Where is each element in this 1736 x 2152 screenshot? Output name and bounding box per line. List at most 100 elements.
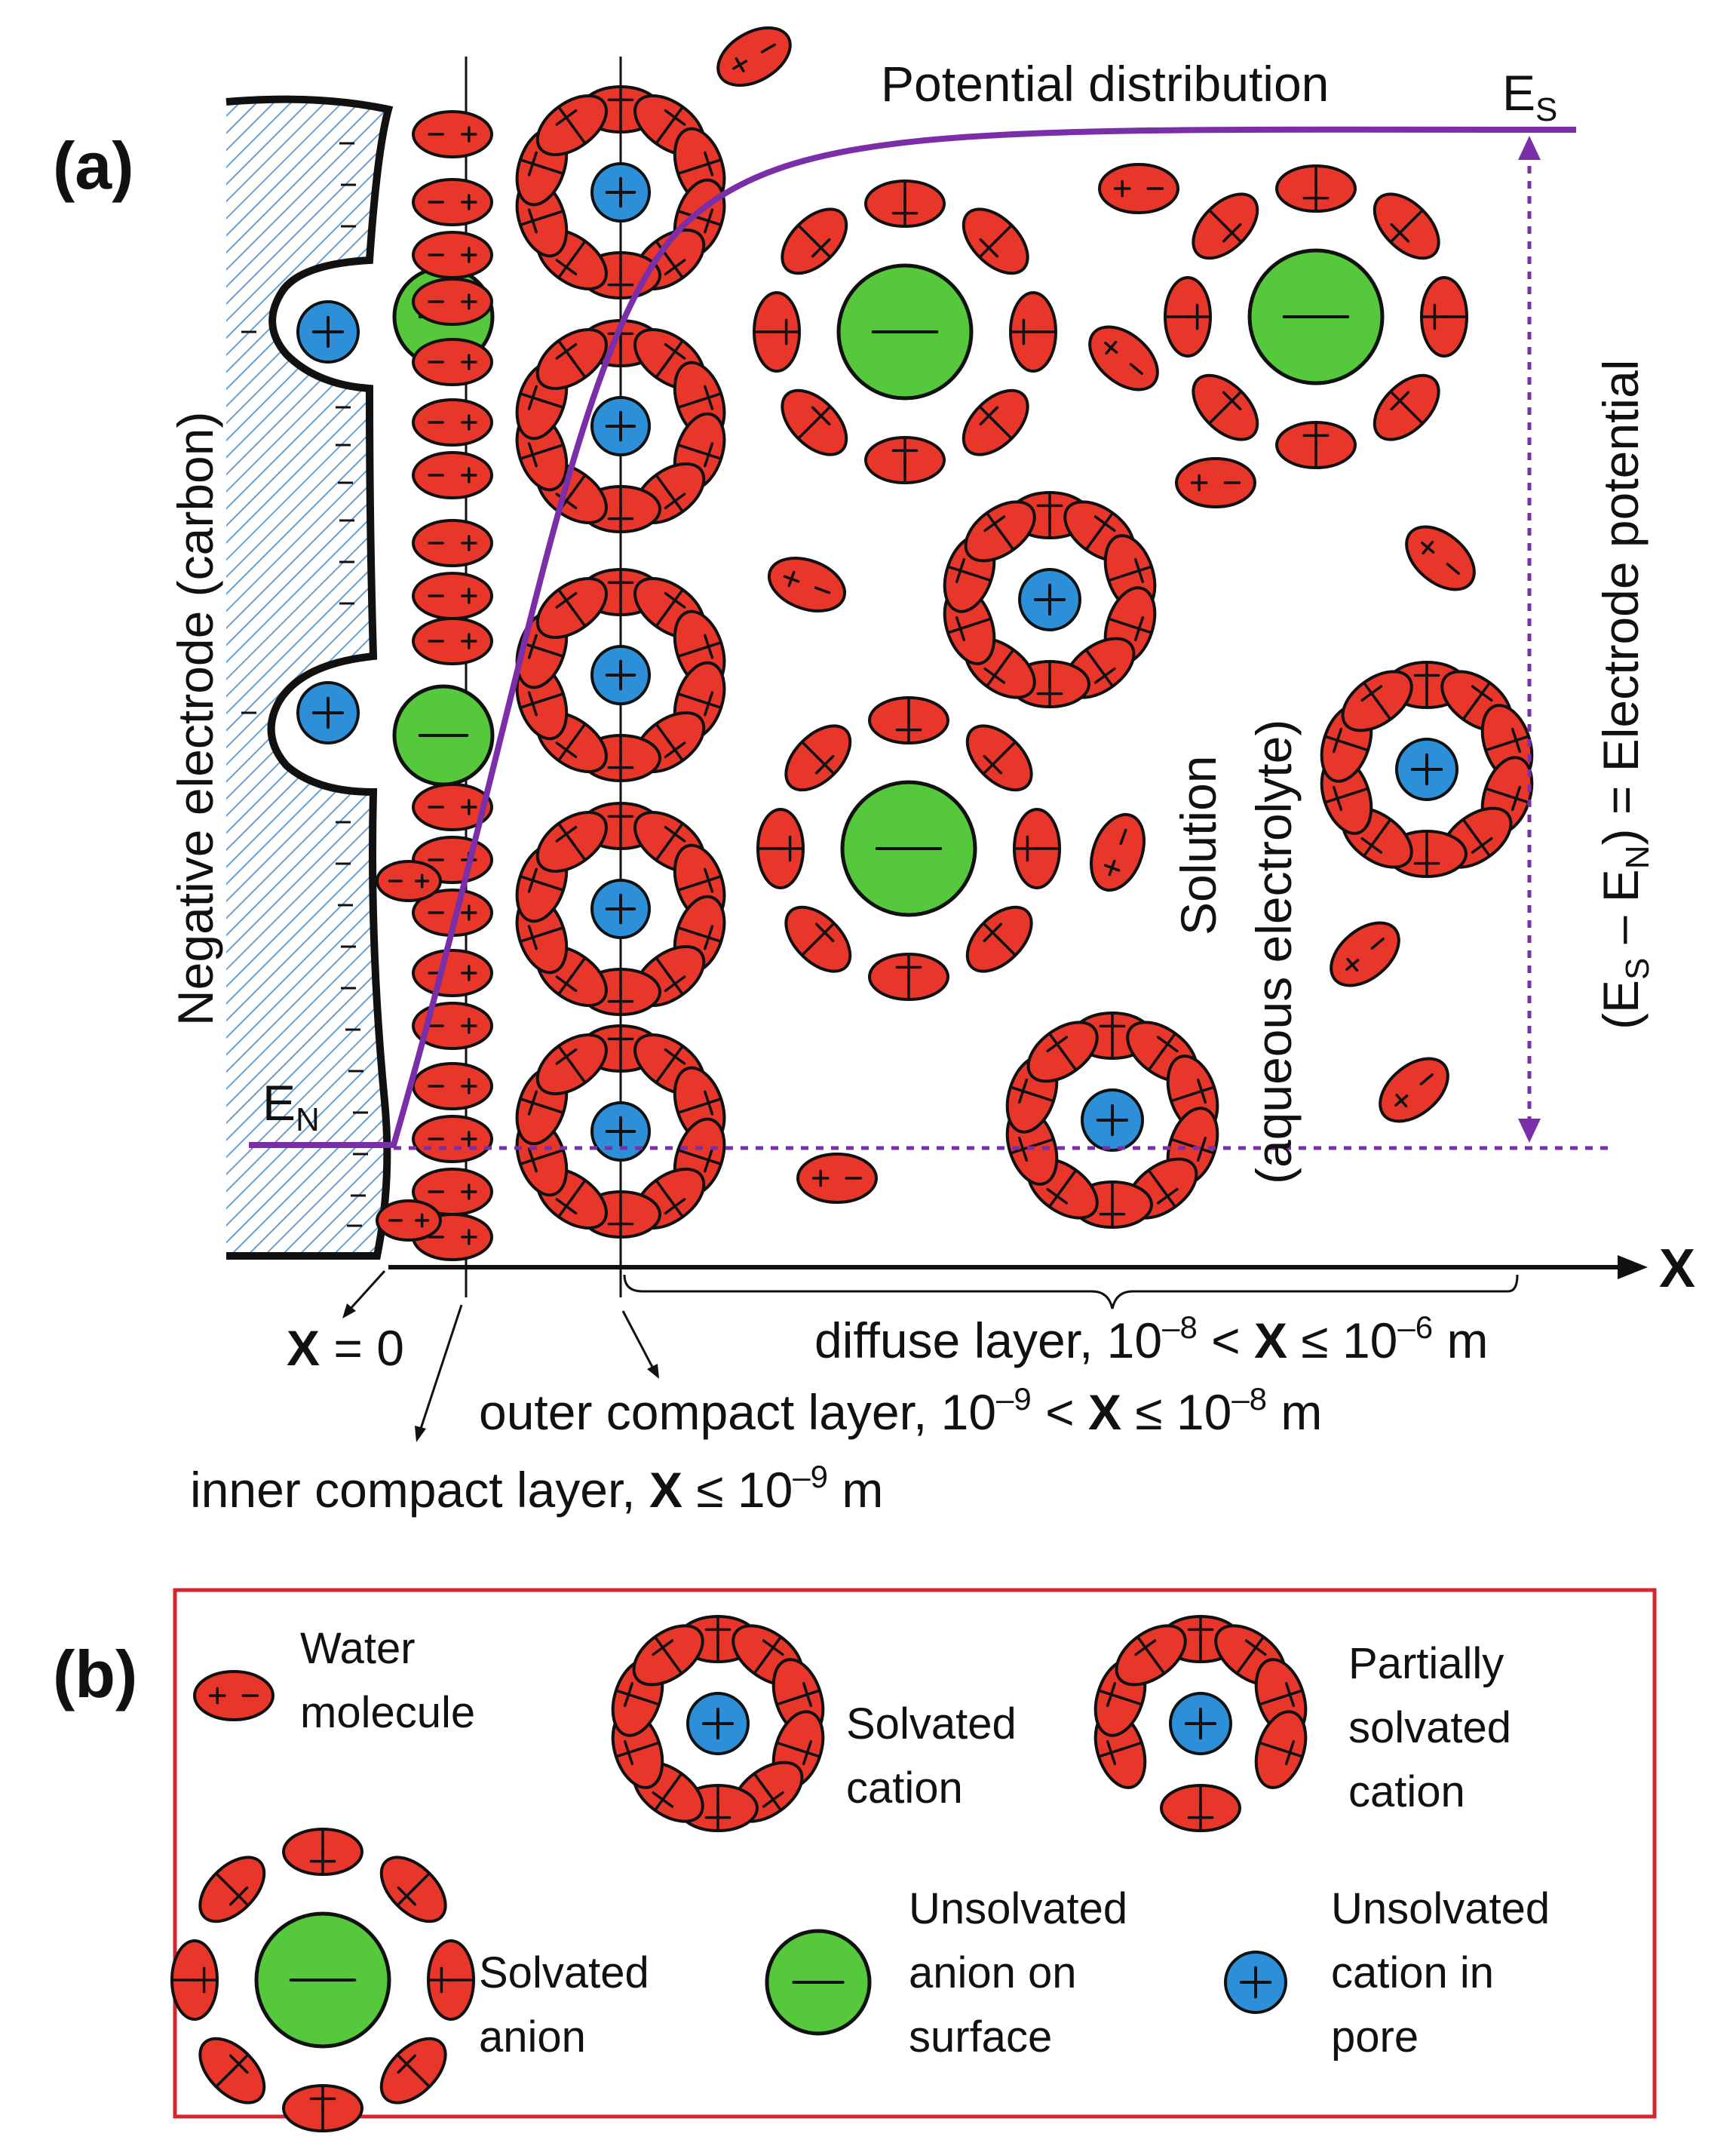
hydration-water-icon	[781, 207, 848, 275]
hydration-water-icon	[535, 94, 608, 157]
anion-icon	[254, 1911, 391, 2049]
potential-distribution-title: Potential distribution	[881, 56, 1329, 112]
hydration-water-icon	[1420, 276, 1468, 358]
water-molecule-icon	[716, 26, 792, 87]
unsolvated-cation-icon	[296, 681, 360, 744]
hydration-water-icon	[379, 2037, 447, 2104]
legend-partially-solvated-cation-icon	[1093, 1615, 1308, 1832]
hydration-water-icon	[535, 576, 608, 640]
hydration-water-icon	[1164, 276, 1212, 358]
cation-icon	[1081, 1088, 1144, 1152]
hydration-water-icon	[965, 905, 1033, 973]
hydration-water-icon	[1341, 670, 1413, 732]
cation-icon	[1018, 568, 1081, 631]
hydration-water-icon	[1160, 1784, 1241, 1832]
inner-layer-water-icon	[412, 110, 493, 158]
hydration-water-icon	[535, 1033, 608, 1096]
surface-charges	[241, 142, 368, 1227]
negative-electrode	[225, 95, 394, 1260]
cation-icon	[590, 645, 651, 705]
hydration-water-icon	[1373, 192, 1440, 260]
electrode-label: Negative electrode (carbon)	[167, 412, 223, 1026]
panel-a-label: (a)	[53, 128, 134, 203]
cation-icon	[590, 162, 651, 223]
hydration-water-icon	[535, 327, 608, 391]
solvated-cation-icon	[515, 1024, 726, 1239]
inner-layer-water-icon	[412, 572, 493, 620]
potential-arrow-down	[1518, 1119, 1541, 1143]
hydration-water-icon	[427, 1939, 475, 2021]
solvated-cation-icon	[1320, 661, 1534, 878]
electrode-potential-label: (ES – EN) = Electrode potential	[1593, 360, 1656, 1030]
hydration-water-icon	[868, 696, 949, 744]
inner-layer-water-icon	[412, 783, 493, 831]
x-zero-label: X = 0	[287, 1320, 404, 1376]
hydration-water-icon	[379, 1856, 447, 1923]
cation-icon	[686, 1692, 750, 1755]
hydration-water-icon	[964, 500, 1036, 563]
hydration-water-icon	[1192, 192, 1259, 260]
solvated-anion-icon	[1164, 164, 1468, 469]
anion-icon	[1247, 248, 1385, 385]
inner-layer-water-icon	[376, 860, 442, 902]
potential-distribution-curve	[249, 126, 1577, 1148]
diffuse-layer-brace	[623, 1274, 1519, 1309]
hydration-water-icon	[1254, 1710, 1308, 1789]
unsolvated-cation-icon	[296, 300, 360, 364]
x-axis-arrowhead	[1618, 1255, 1648, 1279]
solvated-cation-icon	[515, 802, 726, 1016]
electrolyte-species	[296, 26, 1534, 1261]
solvated-cation-icon	[1005, 1012, 1219, 1229]
hydration-water-icon	[756, 808, 805, 889]
potential-arrow-up	[1518, 136, 1541, 160]
water-molecule-icon	[1405, 525, 1476, 591]
solvated-anion-icon	[756, 696, 1061, 1001]
hydration-water-icon	[864, 436, 946, 484]
inner-layer-water-icon	[412, 451, 493, 499]
inner-layer-water-icon	[412, 338, 493, 386]
legend-unsolvated-cation-icon	[1224, 1951, 1287, 2014]
cation-icon	[1169, 1692, 1232, 1755]
hydration-water-icon	[1009, 291, 1057, 373]
inner-layer-water-icon	[412, 1115, 493, 1163]
solvated-cation-icon	[515, 85, 726, 299]
legend-solvated-anion-icon	[170, 1828, 475, 2132]
inner-layer-water-icon	[412, 398, 493, 447]
inner-layer-water-icon	[412, 178, 493, 226]
en-label: EN	[262, 1075, 320, 1138]
legend-icons	[170, 1615, 1308, 2132]
water-molecule-icon	[1090, 812, 1146, 892]
hydration-water-icon	[781, 388, 848, 456]
inner-layer-water-icon	[412, 519, 493, 567]
unsolvated-anion-icon	[392, 684, 495, 787]
hydration-water-icon	[753, 291, 801, 373]
water-molecule-icon	[1098, 163, 1179, 214]
inner-layer-water-icon	[412, 617, 493, 665]
hydration-water-icon	[1275, 421, 1357, 469]
anion-icon	[840, 780, 977, 917]
solvated-anion-icon	[753, 180, 1057, 484]
panel-b-label: (b)	[53, 1637, 137, 1711]
hydration-water-icon	[864, 180, 946, 228]
hydration-water-icon	[784, 724, 852, 792]
hydration-water-icon	[1275, 164, 1357, 213]
hydration-water-icon	[1373, 373, 1440, 441]
hydration-water-icon	[282, 1828, 363, 1876]
x-axis-label: X	[1659, 1239, 1695, 1299]
inner-layer-water-icon	[412, 278, 493, 326]
solution-label: Solution	[1170, 755, 1226, 935]
inner-layer-water-icon	[412, 1062, 493, 1110]
hydration-water-icon	[962, 388, 1029, 456]
hydration-water-icon	[868, 953, 949, 1001]
outer-compact-layer-label: outer compact layer, 10–9 < X ≤ 10–8 m	[479, 1381, 1322, 1440]
inner-layer-water-icon	[412, 949, 493, 997]
hydration-water-icon	[1192, 373, 1259, 441]
legend-solvated-cation-icon	[611, 1615, 825, 1832]
